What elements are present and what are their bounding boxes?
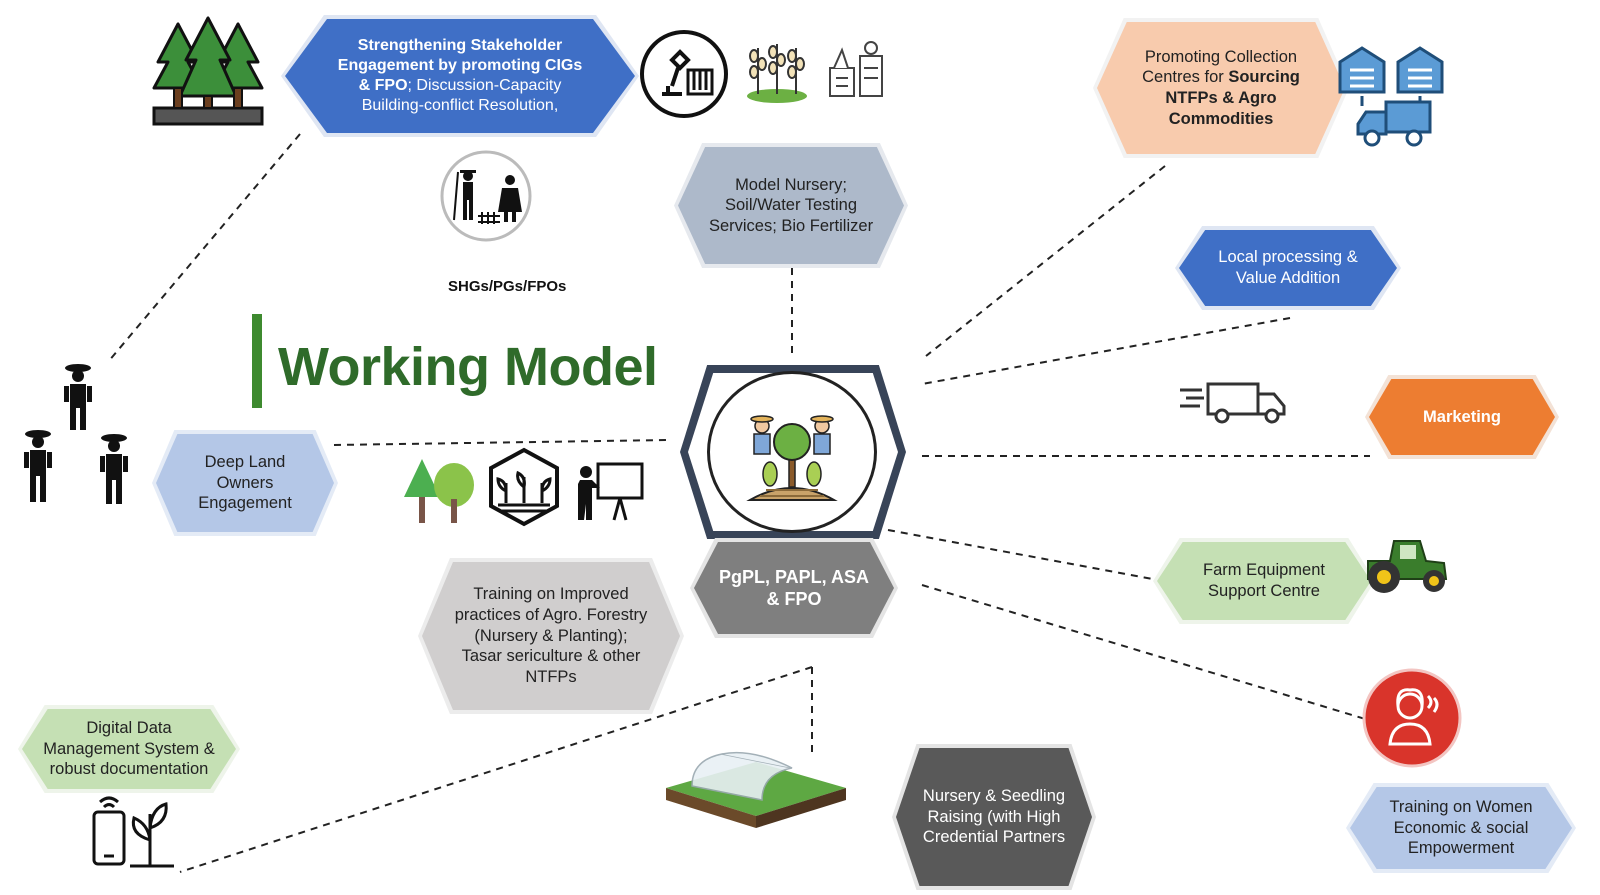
farm-equipment-text: Farm Equipment Support Centre [1203,561,1325,600]
training-agro-node: Training on Improved practices of Agro. … [418,558,684,714]
farm-equipment-node: Farm Equipment Support Centre [1153,538,1375,624]
farmers-couple-icon [440,150,532,242]
connector-digital [179,666,813,873]
crops-icon [747,44,807,103]
training-agro-text: Training on Improved practices of Agro. … [454,585,648,686]
nursery-soil-node: Model Nursery; Soil/Water Testing Servic… [674,143,908,268]
shg-caption: SHGs/PGs/FPOs [448,278,567,295]
stakeholder-bold-text: Strengthening Stakeholder Engagement by … [337,37,583,94]
tractor-icon [1367,540,1448,593]
delivery-truck-icon [1180,382,1286,424]
woman-worker-icon [1362,668,1462,768]
connector-stakeholder [107,133,301,363]
digital-text: Digital Data Management System & robust … [43,719,215,779]
center-farmers-icon [746,415,838,501]
processing-text: Local processing & Value Addition [1218,248,1358,287]
warehouse-truck-icon [1338,46,1444,147]
connector-land-owners [333,439,669,446]
collection-node: Promoting Collection Centres for Sourcin… [1093,18,1349,158]
seedling-text: Nursery & Seedling Raising (with High Cr… [922,787,1066,847]
connector-women [921,584,1396,729]
marketing-node: Marketing [1365,375,1559,459]
greenhouse-icon [666,751,846,828]
phone-plant-icon [92,796,174,868]
center-label-node: PgPL, PAPL, ASA & FPO [690,538,898,638]
microscope-icon [640,30,728,118]
stakeholder-rest-text: ; Discussion-Capacity Building-conflict … [361,77,562,114]
trainer-board-icon [578,462,644,521]
land-owners-node: Deep Land Owners Engagement [152,430,338,536]
nursery-soil-text: Model Nursery; Soil/Water Testing Servic… [708,175,874,235]
lab-machine-icon [829,41,883,97]
women-text: Training on Women Economic & social Empo… [1389,798,1533,858]
title-accent-bar [252,314,262,408]
women-node: Training on Women Economic & social Empo… [1346,783,1576,873]
land-owners-text: Deep Land Owners Engagement [198,453,292,513]
connector-farm-equipment [887,529,1159,581]
forest-icon [404,459,474,523]
trees-icon [152,16,264,126]
seedling-node: Nursery & Seedling Raising (with High Cr… [892,744,1096,890]
connector-processing [921,317,1291,385]
collection-pre-text: Promoting Collection Centres for [1142,47,1298,87]
page-title: Working Model [278,337,658,397]
center-label-text: PgPL, PAPL, ASA & FPO [718,566,869,610]
connector-collection [925,165,1166,357]
plants-hex-icon [489,447,559,527]
stakeholder-node: Strengthening Stakeholder Engagement by … [281,15,639,137]
marketing-text: Marketing [1423,407,1501,426]
processing-node: Local processing & Value Addition [1175,226,1401,310]
collection-bold-text: Sourcing NTFPs & Agro Commodities [1165,68,1300,128]
farmers-group-icon [24,364,128,504]
digital-node: Digital Data Management System & robust … [18,705,240,793]
